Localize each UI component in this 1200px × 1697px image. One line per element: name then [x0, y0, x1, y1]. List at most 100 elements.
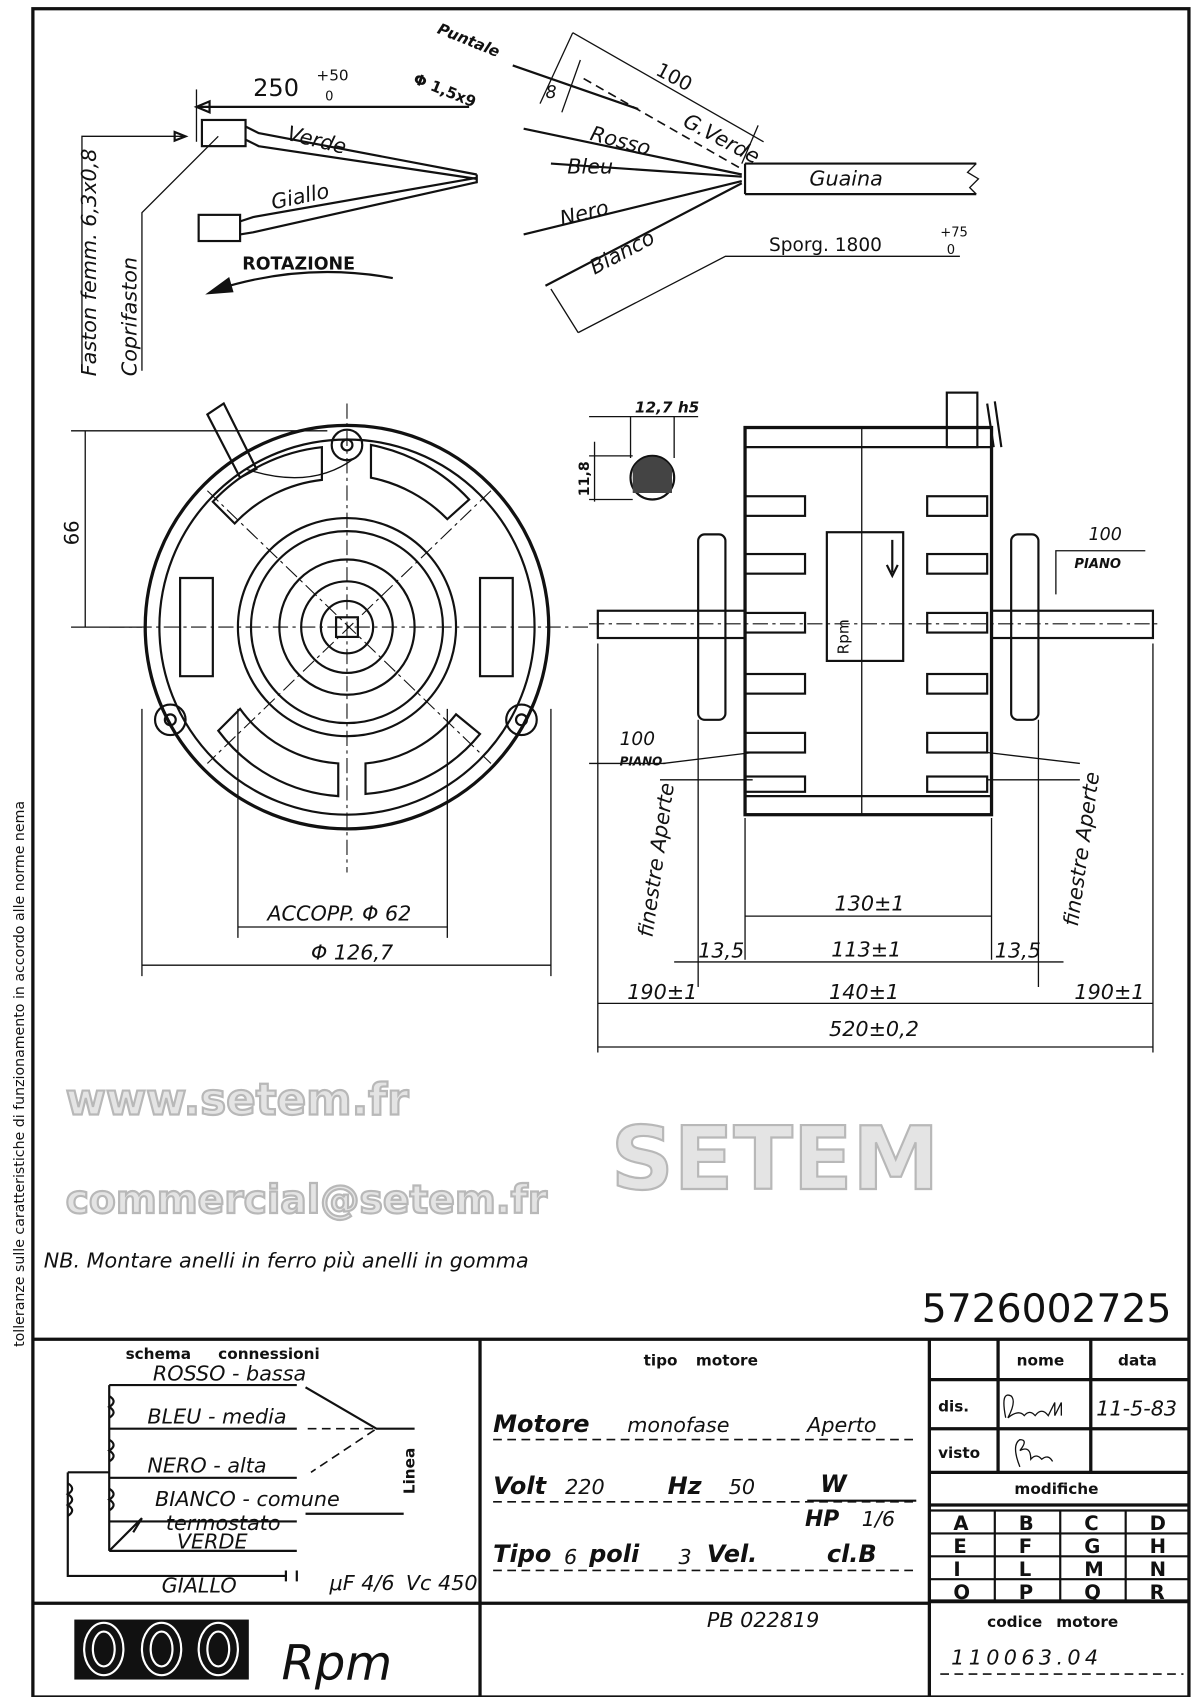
- dim-190-right: 190±1: [1074, 980, 1144, 1004]
- schema-title: schema connessioni: [126, 1345, 320, 1363]
- shaft-diameter: 12,7 h5: [635, 398, 699, 416]
- coprifaston-label: Coprifaston: [117, 257, 141, 376]
- flat-label: PIANO: [1074, 557, 1121, 572]
- hz-key: Hz: [668, 1472, 703, 1500]
- faston-label: Faston femm. 6,3x0,8: [77, 149, 101, 377]
- modification-letter: F: [1019, 1535, 1032, 1558]
- motor-side-view: 12,7 h5 11,8 Rpm 100 PIANO finestre Aper…: [577, 391, 1159, 1053]
- modification-letter: H: [1150, 1535, 1166, 1558]
- insulation-class: cl.B: [827, 1540, 877, 1568]
- modification-letter: Q: [1084, 1581, 1101, 1604]
- puntale-size: Φ 1,5x9: [411, 70, 479, 111]
- watermark-brand: SETEM: [611, 1108, 939, 1210]
- flat-dim: 100: [1089, 525, 1122, 545]
- modification-letter: L: [1019, 1558, 1032, 1581]
- col-name: nome: [1017, 1351, 1065, 1369]
- speeds-key: Vel.: [707, 1540, 757, 1568]
- nameplate-brand: Rpm: [835, 619, 853, 654]
- modification-letter: I: [953, 1558, 960, 1581]
- flat-dim: 100: [620, 729, 655, 750]
- hz-value: 50: [729, 1475, 755, 1499]
- windows-label: finestre Aperte: [634, 781, 679, 938]
- wire-label: Bianco: [586, 225, 659, 279]
- hp-value: 1/6: [862, 1507, 895, 1531]
- dim-130: 130±1: [834, 892, 904, 916]
- poles-value: 6: [564, 1545, 577, 1569]
- modification-letter: G: [1084, 1535, 1100, 1558]
- wire-label: Bleu: [567, 154, 613, 178]
- hp-key: HP: [805, 1507, 839, 1532]
- dim-520: 520±0,2: [829, 1017, 919, 1041]
- lead-length: 250: [253, 74, 299, 102]
- capacitor-voltage: Vc 450: [406, 1571, 478, 1595]
- puntale-label: Puntale: [435, 20, 502, 61]
- fan-out-leads: Puntale Φ 1,5x9 8 100 G.Verde Rosso Bleu…: [411, 20, 980, 334]
- row-drawn: dis.: [938, 1397, 969, 1415]
- thermostat-label: termostato: [166, 1511, 281, 1535]
- title-block: schema connessioni ROSSO - bassa BLEU - …: [32, 1337, 1189, 1697]
- modification-letter: O: [953, 1581, 970, 1604]
- signature-checked: [1014, 1438, 1054, 1468]
- poles-key: poli: [588, 1540, 640, 1568]
- strip-length: 8: [545, 83, 556, 103]
- svg-text:Rpm: Rpm: [282, 1636, 393, 1692]
- col-date: data: [1118, 1351, 1157, 1369]
- modification-letter: D: [1150, 1512, 1166, 1535]
- motor-front-view: 66 100 PIANO ACCOPP. Φ 62 Φ 126,7: [61, 401, 666, 977]
- dim-140: 140±1: [829, 980, 899, 1004]
- modification-letter: R: [1150, 1581, 1165, 1604]
- drawn-date: 11-5-83: [1096, 1397, 1177, 1421]
- capacitor-value: μF 4/6: [329, 1571, 395, 1595]
- line-label: Linea: [401, 1448, 419, 1494]
- thermostat-lead: VERDE: [177, 1530, 249, 1554]
- lead-rosso: ROSSO - bassa: [153, 1362, 306, 1386]
- watermark: www.setem.fr SETEM commercial@setem.fr: [65, 1075, 941, 1224]
- pb-number: PB 022819: [707, 1608, 819, 1632]
- lead-verde: Verde: [285, 121, 349, 159]
- drawing-frame: [31, 7, 1191, 1697]
- dim-13-left: 13,5: [698, 939, 744, 963]
- type-key: Tipo: [493, 1540, 551, 1568]
- motor-key: Motore: [493, 1410, 589, 1438]
- assembly-note: NB. Montare anelli in ferro più anelli i…: [44, 1248, 529, 1272]
- dim-13-right: 13,5: [995, 939, 1041, 963]
- lead-tol-lower: 0: [325, 89, 333, 104]
- flat-depth: 11,8: [577, 461, 593, 496]
- wire-label: Nero: [557, 195, 611, 230]
- modification-letter: B: [1019, 1512, 1034, 1535]
- flat-label: PIANO: [620, 755, 663, 769]
- sheath-label: Guaina: [809, 166, 882, 190]
- modification-letter: E: [953, 1535, 966, 1558]
- rpm-logo: Rpm: [74, 1619, 393, 1692]
- watermark-url: www.setem.fr: [66, 1076, 410, 1126]
- capacitor-lead: GIALLO: [162, 1573, 237, 1597]
- coupling-dim: ACCOPP. Φ 62: [265, 901, 411, 925]
- lead-tol-upper: +50: [316, 67, 348, 85]
- motor-code-label: codice motore: [987, 1613, 1118, 1631]
- rotation-label: ROTAZIONE: [242, 254, 355, 274]
- volt-value: 220: [565, 1475, 605, 1499]
- dim-113: 113±1: [831, 937, 901, 961]
- motor-enclosure: Aperto: [805, 1413, 876, 1437]
- protrusion-label: Sporg. 1800: [769, 235, 882, 256]
- diameter-dim: Φ 126,7: [311, 941, 393, 965]
- lead-bleu: BLEU - media: [147, 1404, 286, 1428]
- windows-label: finestre Aperte: [1059, 770, 1104, 927]
- modification-letter: M: [1084, 1558, 1104, 1581]
- modifications-title: modifiche: [1014, 1480, 1098, 1498]
- lead-bianco: BIANCO - comune: [155, 1487, 340, 1511]
- height-dim: 66: [61, 520, 84, 545]
- signature-drawn: [1003, 1394, 1062, 1419]
- faston-leads: 250 +50 0 Verde Giallo Faston femm. 6,3x…: [77, 67, 478, 377]
- volt-key: Volt: [493, 1472, 548, 1500]
- modification-letter: A: [953, 1512, 969, 1535]
- speeds-value: 3: [679, 1545, 692, 1569]
- motor-code: 110063.04: [951, 1645, 1102, 1669]
- w-key: W: [820, 1470, 848, 1498]
- modification-letter: C: [1084, 1512, 1098, 1535]
- dim-190-left: 190±1: [627, 980, 697, 1004]
- row-checked: visto: [938, 1444, 980, 1462]
- protrusion-tol-upper: +75: [940, 226, 968, 241]
